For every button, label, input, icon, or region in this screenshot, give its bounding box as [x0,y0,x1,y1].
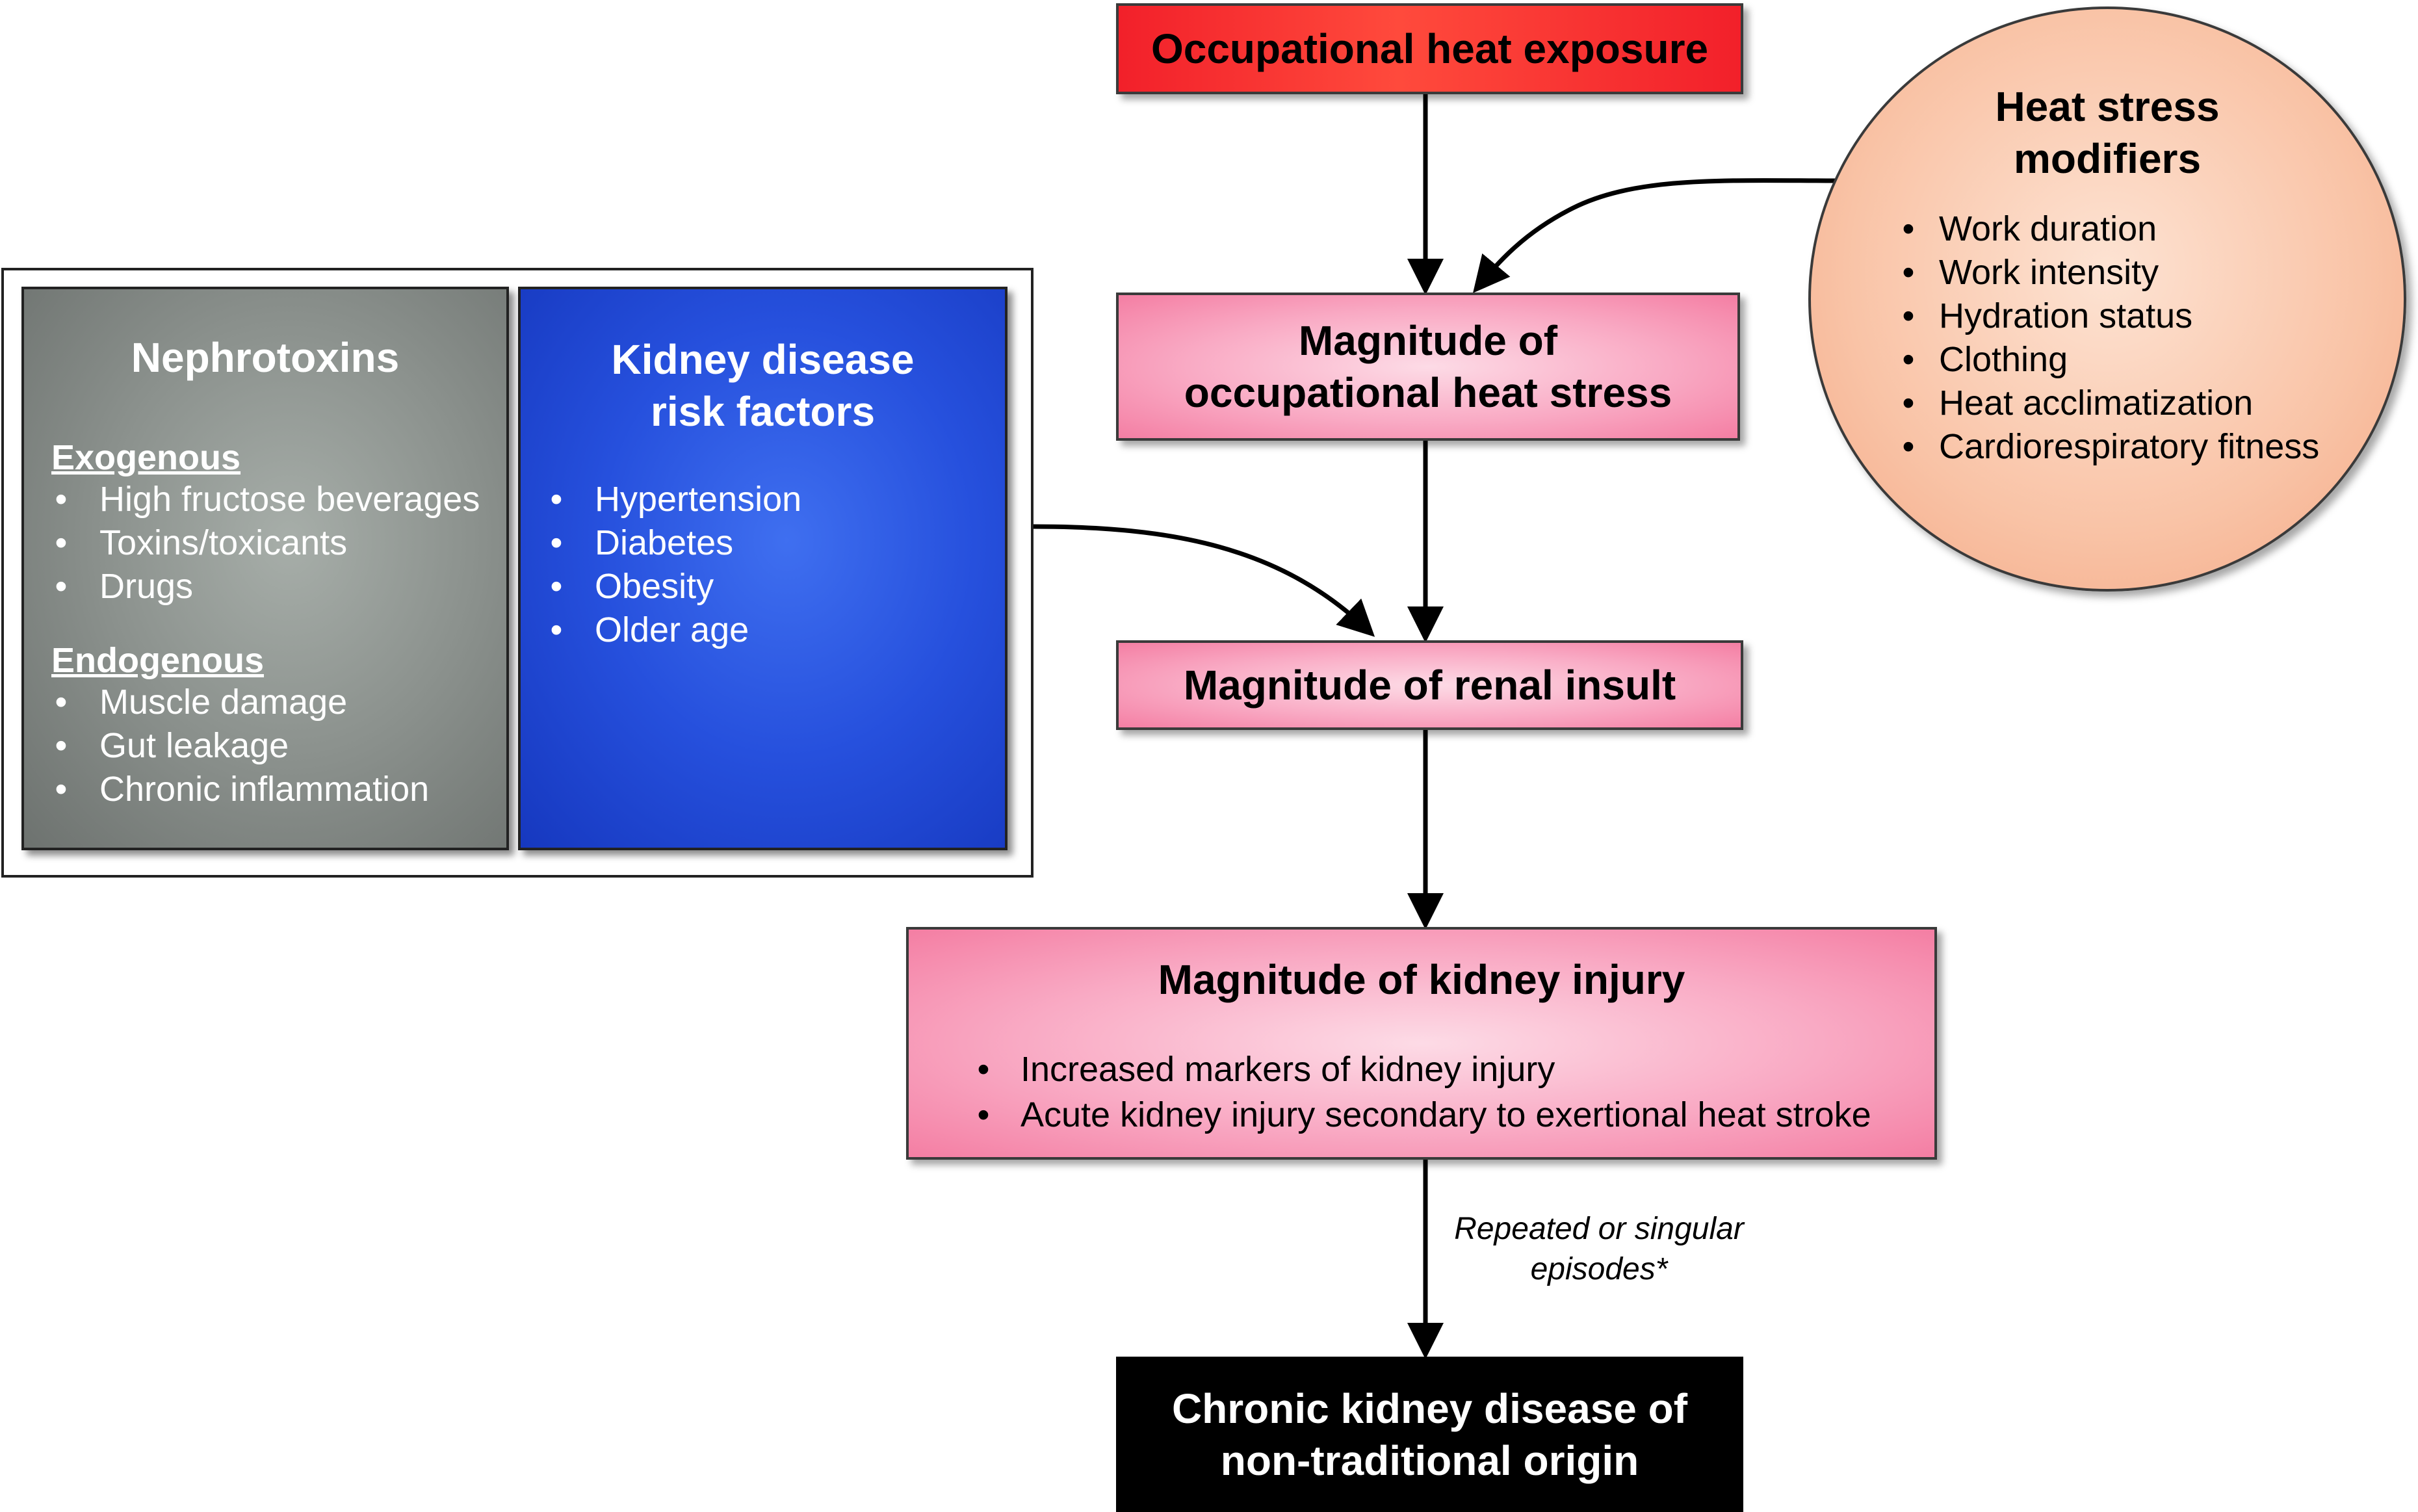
list-item: • Work intensity [1899,251,2319,294]
risk-item: Hypertension [595,480,802,519]
ckd-line1: Chronic kidney disease of [1171,1385,1688,1432]
heat-stress-line2: occupational heat stress [1184,369,1672,416]
modifier-item: Hydration status [1939,296,2193,335]
ckd-line2: non-traditional origin [1220,1437,1639,1484]
bullet-icon: • [550,610,563,649]
bullet-icon: • [55,726,68,765]
renal-insult-label: Magnitude of renal insult [1183,662,1676,709]
list-item: • Hypertension [547,478,802,521]
bullet-icon: • [977,1095,990,1134]
exogenous-list: • High fructose beverages • Toxins/toxican… [51,478,480,608]
nephrotoxins-title: Nephrotoxins [131,334,400,381]
occupational-heat-exposure-box: Occupational heat exposure [1116,3,1743,94]
list-item: • Gut leakage [51,724,429,768]
risk-item: Older age [595,610,749,649]
heat-stress-magnitude-box: Magnitude of occupational heat stress [1116,293,1740,441]
exogenous-item: Toxins/toxicants [99,523,348,562]
list-item: • Work duration [1899,207,2319,251]
exogenous-item: Drugs [99,567,194,606]
bullet-icon: • [55,567,68,606]
bullet-icon: • [1902,340,1915,379]
modifier-item: Work duration [1939,209,2157,248]
bullet-icon: • [55,770,68,809]
list-item: • Heat acclimatization [1899,382,2319,425]
modifier-item: Clothing [1939,340,2068,379]
list-item: • Acute kidney injury secondary to exerti… [974,1092,1871,1138]
modifier-item: Heat acclimatization [1939,384,2254,423]
arrow-modifiers-to-heat-stress [1473,178,1841,293]
list-item: • Clothing [1899,338,2319,382]
heat-stress-line1: Magnitude of [1298,317,1558,364]
bullet-icon: • [1902,296,1915,335]
modifier-item: Work intensity [1939,253,2159,292]
risk-title-line1: Kidney disease [611,336,915,383]
episodes-annotation: Repeated or singular episodes* [1404,1209,1794,1290]
list-item: • Hydration status [1899,294,2319,338]
list-item: • Older age [547,608,801,652]
kidney-injury-box: Magnitude of kidney injury • Increased ma… [906,927,1937,1160]
nephrotoxins-panel: Nephrotoxins Exogenous • High fructose be… [21,287,509,850]
endogenous-item: Chronic inflammation [99,770,430,809]
risk-factors-title: Kidney disease risk factors [521,333,1005,437]
injury-item: Increased markers of kidney injury [1020,1050,1555,1089]
modifiers-title: Heat stress modifiers [1811,81,2404,185]
renal-insult-box: Magnitude of renal insult [1116,640,1743,730]
bullet-icon: • [977,1050,990,1089]
modifiers-list: • Work duration • Work intensity • Hydratio… [1899,207,2320,469]
exogenous-heading: Exogenous [51,438,241,477]
risk-factors-list: • Hypertension • Diabetes • Obesity • Older … [547,478,802,652]
endogenous-item: Muscle damage [99,683,348,722]
exogenous-item: High fructose beverages [99,480,480,519]
heat-stress-modifiers-circle: Heat stress modifiers • Work duration • Wo… [1808,7,2406,592]
chronic-kidney-disease-box: Chronic kidney disease of non-traditiona… [1116,1357,1743,1512]
kidney-disease-risk-factors-panel: Kidney disease risk factors • Hypertensio… [518,287,1008,850]
modifiers-title-line2: modifiers [2013,135,2202,182]
bullet-icon: • [1902,253,1915,292]
episodes-line2: episodes* [1530,1252,1668,1286]
bullet-icon: • [55,480,68,519]
list-item: • Obesity [547,565,801,608]
list-item: • Muscle damage [51,681,429,724]
bullet-icon: • [55,523,68,562]
endogenous-list: • Muscle damage • Gut leakage • Chronic inf… [51,681,430,811]
bullet-icon: • [55,683,68,722]
list-item: • High fructose beverages [51,478,480,521]
kidney-injury-title: Magnitude of kidney injury [1158,956,1685,1003]
occupational-heat-exposure-label: Occupational heat exposure [1150,25,1709,72]
endogenous-item: Gut leakage [99,726,289,765]
list-item: • Cardiorespiratory fitness [1899,425,2320,469]
modifier-item: Cardiorespiratory fitness [1939,427,2320,466]
modifiers-title-line1: Heat stress [1995,83,2220,130]
list-item: • Drugs [51,565,480,608]
list-item: • Diabetes [547,521,801,565]
bullet-icon: • [1902,384,1915,423]
list-item: • Toxins/toxicants [51,521,480,565]
episodes-line1: Repeated or singular [1454,1212,1744,1246]
bullet-icon: • [1902,427,1915,466]
injury-item: Acute kidney injury secondary to exertio… [1020,1095,1871,1134]
arrow-risk-to-renal [1033,524,1375,637]
endogenous-heading: Endogenous [51,641,264,680]
risk-item: Obesity [595,567,714,606]
bullet-icon: • [550,523,563,562]
bullet-icon: • [550,567,563,606]
bullet-icon: • [550,480,563,519]
list-item: • Increased markers of kidney injury [974,1047,1871,1092]
list-item: • Chronic inflammation [51,768,430,811]
bullet-icon: • [1902,209,1915,248]
risk-title-line2: risk factors [650,388,876,435]
kidney-injury-list: • Increased markers of kidney injury • Acu… [974,1047,1871,1138]
risk-item: Diabetes [595,523,734,562]
